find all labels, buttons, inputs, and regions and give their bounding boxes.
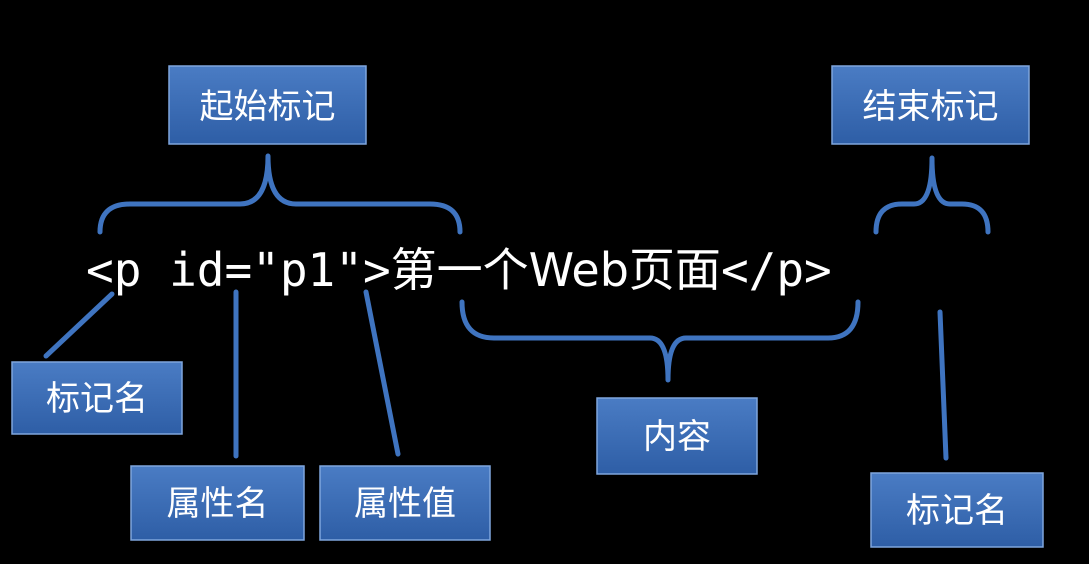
tag-name-right-label-box: 标记名 — [870, 472, 1044, 548]
end-tag-label: 结束标记 — [863, 87, 999, 127]
open-tag-text: <p id="p1"> — [86, 243, 391, 297]
code-line: <p id="p1">第一个Web页面</p> — [86, 243, 832, 297]
content-text: 第一个Web页面 — [391, 243, 721, 297]
start-tag-brace — [97, 153, 463, 235]
close-tag-text: </p> — [721, 243, 832, 297]
tag-name-left-label-box: 标记名 — [11, 361, 183, 435]
content-label: 内容 — [643, 417, 711, 457]
attr-name-label-box: 属性名 — [130, 465, 305, 541]
end-tag-brace — [873, 155, 991, 235]
attr-name-label: 属性名 — [167, 484, 269, 524]
end-tag-label-box: 结束标记 — [831, 65, 1030, 145]
start-tag-label-box: 起始标记 — [168, 65, 367, 145]
attr-value-connector — [363, 289, 401, 457]
content-label-box: 内容 — [596, 397, 758, 475]
start-tag-label: 起始标记 — [200, 87, 336, 127]
tag-name-right-connector — [937, 309, 949, 461]
content-brace — [459, 299, 861, 383]
tag-name-right-label: 标记名 — [906, 491, 1008, 531]
attr-value-label-box: 属性值 — [319, 465, 491, 541]
tag-name-left-connector — [43, 291, 115, 359]
attr-value-label: 属性值 — [354, 484, 456, 524]
tag-name-left-label: 标记名 — [46, 379, 148, 419]
